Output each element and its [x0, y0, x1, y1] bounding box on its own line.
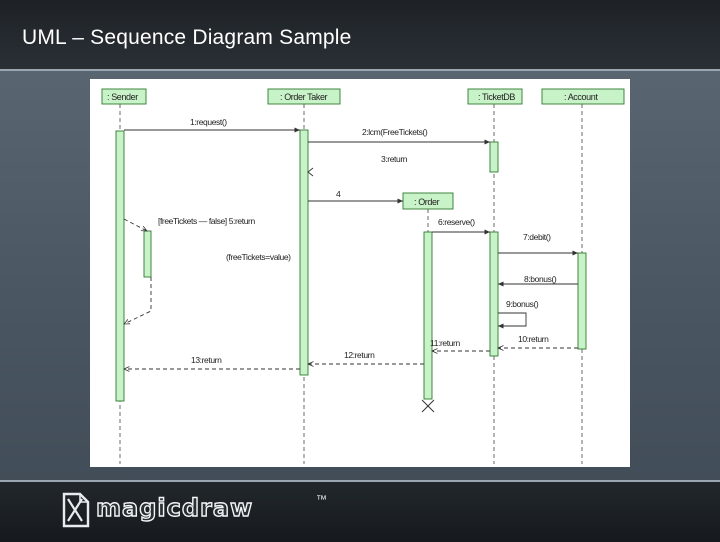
svg-text:11:return: 11:return: [430, 338, 460, 348]
magicdraw-logo: magicdraw ™: [58, 490, 358, 534]
guard-free-tickets-value: (freeTickets=value): [124, 252, 292, 325]
destroy-marker: [421, 399, 435, 413]
sequence-diagram: : Sender : Order Taker : TicketDB : Acco…: [90, 79, 630, 467]
svg-text:: Account: : Account: [564, 92, 598, 102]
activation-sender-nested: [143, 230, 152, 278]
slide-title: UML – Sequence Diagram Sample: [22, 26, 352, 49]
message-12-return[interactable]: 12:return: [308, 350, 424, 364]
svg-text:: Order Taker: : Order Taker: [280, 92, 328, 102]
activation-order: [423, 231, 433, 400]
svg-text:(freeTickets=value): (freeTickets=value): [226, 252, 291, 262]
activation-sender: [115, 130, 125, 402]
svg-text:: Order: : Order: [414, 197, 440, 207]
lifeline-head-ticketdb[interactable]: : TicketDB: [467, 88, 523, 105]
svg-text:4: 4: [336, 189, 341, 199]
slide-footer: [0, 480, 720, 542]
svg-text:10:return: 10:return: [518, 334, 549, 344]
message-6-reserve[interactable]: 6:reserve(): [432, 217, 490, 235]
message-7-debit[interactable]: 7:debit(): [498, 232, 578, 256]
message-2-free-tickets[interactable]: 2:lcm(FreeTickets(): [308, 127, 490, 145]
svg-text:13:return: 13:return: [191, 355, 222, 365]
logo-mark-icon: [62, 492, 90, 528]
lifeline-head-order[interactable]: : Order: [402, 192, 454, 210]
message-10-return[interactable]: 10:return: [498, 334, 578, 348]
svg-text:3:return: 3:return: [381, 154, 408, 164]
svg-text:: Sender: : Sender: [107, 92, 138, 102]
activation-account: [577, 252, 587, 350]
message-9-bonus-self[interactable]: 9:bonus(): [498, 299, 539, 329]
message-3-return[interactable]: 3:return: [307, 154, 408, 177]
svg-text:9:bonus(): 9:bonus(): [506, 299, 539, 309]
message-5-return[interactable]: [freeTickets — false] 5:return: [123, 216, 256, 231]
slide-header: UML – Sequence Diagram Sample: [0, 0, 720, 70]
svg-text:8:bonus(): 8:bonus(): [524, 274, 557, 284]
header-divider: [0, 69, 720, 71]
lifeline-head-account[interactable]: : Account: [541, 88, 625, 105]
svg-text:1:request(): 1:request(): [190, 117, 227, 127]
svg-text:2:lcm(FreeTickets(): 2:lcm(FreeTickets(): [362, 127, 428, 137]
lifeline-head-order-taker[interactable]: : Order Taker: [267, 88, 341, 105]
message-1-request[interactable]: 1:request(): [124, 117, 300, 133]
activation-ticketdb-2: [489, 231, 499, 357]
svg-text:[freeTickets — false] 5:return: [freeTickets — false] 5:return: [158, 216, 255, 226]
activation-ticketdb-1: [489, 141, 499, 173]
logo-trademark: ™: [316, 494, 327, 506]
message-13-return[interactable]: 13:return: [124, 355, 300, 369]
svg-text:7:debit(): 7:debit(): [523, 232, 551, 242]
svg-text:12:return: 12:return: [344, 350, 375, 360]
lifeline-head-sender[interactable]: : Sender: [101, 88, 147, 105]
message-8-bonus[interactable]: 8:bonus(): [498, 274, 578, 287]
activation-order-taker: [299, 129, 309, 376]
svg-text:: TicketDB: : TicketDB: [478, 92, 515, 102]
message-4-create[interactable]: 4: [308, 189, 403, 204]
logo-wordmark: magicdraw: [95, 493, 254, 522]
svg-text:6:reserve(): 6:reserve(): [438, 217, 475, 227]
message-11-return[interactable]: 11:return: [430, 338, 490, 351]
